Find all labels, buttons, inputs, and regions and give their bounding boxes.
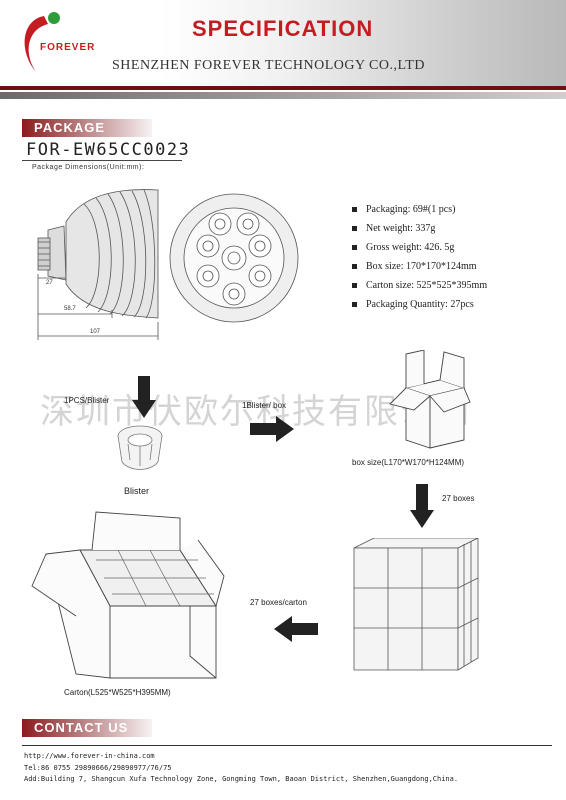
spec-item: Carton size: 525*525*395mm bbox=[352, 276, 552, 295]
spec-item: Gross weight: 426. 5g bbox=[352, 238, 552, 257]
dim-label-107: 107 bbox=[90, 329, 101, 335]
section-heading-contact: CONTACT US bbox=[34, 720, 129, 735]
section-band-package bbox=[22, 119, 152, 137]
down-arrow-icon bbox=[132, 376, 156, 418]
down-arrow-icon bbox=[410, 484, 434, 528]
bullet-icon bbox=[352, 226, 357, 231]
dim-label-27: 27 bbox=[46, 280, 53, 286]
spec-text: Carton size: 525*525*395mm bbox=[366, 280, 488, 291]
footer-divider bbox=[22, 745, 552, 746]
forever-logo-icon bbox=[24, 12, 60, 72]
spec-text: Net weight: 337g bbox=[366, 223, 436, 234]
spec-text: Packaging: 69#(1 pcs) bbox=[366, 204, 456, 215]
bullet-icon bbox=[352, 302, 357, 307]
footer-address: Add:Building 7, Shangcun Xufa Technology… bbox=[24, 775, 459, 783]
spec-text: Gross weight: 426. 5g bbox=[366, 242, 455, 253]
step-label-blister: 1PCS/Blister bbox=[64, 396, 110, 405]
step-label-carton: 27 boxes/carton bbox=[250, 598, 307, 607]
section-heading-package: PACKAGE bbox=[34, 120, 106, 135]
spec-list: Packaging: 69#(1 pcs) Net weight: 337g G… bbox=[352, 200, 552, 314]
spec-text: Box size: 170*170*124mm bbox=[366, 261, 477, 272]
lamp-side-drawing: 27 58.7 107 bbox=[37, 189, 159, 340]
model-number: FOR-EW65CC0023 bbox=[26, 140, 191, 160]
spec-item: Net weight: 337g bbox=[352, 219, 552, 238]
box-icon bbox=[389, 350, 471, 449]
carton-icon bbox=[31, 511, 225, 679]
header-divider-gray bbox=[0, 92, 566, 99]
spec-item: Box size: 170*170*124mm bbox=[352, 257, 552, 276]
lamp-front-drawing bbox=[169, 193, 299, 323]
spec-item: Packaging Quantity: 27pcs bbox=[352, 295, 552, 314]
page-title: SPECIFICATION bbox=[192, 16, 374, 41]
spec-item: Packaging: 69#(1 pcs) bbox=[352, 200, 552, 219]
dimensions-label: Package Dimensions(Unit:mm): bbox=[32, 164, 145, 171]
bullet-icon bbox=[352, 283, 357, 288]
step-label-box: 1Blister/ box bbox=[242, 401, 287, 410]
left-arrow-icon bbox=[274, 616, 318, 642]
section-band-contact bbox=[22, 719, 152, 737]
dim-label-58-7: 58.7 bbox=[64, 306, 76, 312]
header-shade bbox=[160, 0, 566, 88]
footer-web-link[interactable]: http://www.forever-in-china.com bbox=[24, 752, 155, 760]
bullet-icon bbox=[352, 207, 357, 212]
model-underline bbox=[22, 160, 182, 161]
footer-tel: Tel:86 0755 29890666/29890977/76/75 bbox=[24, 764, 172, 772]
header-divider bbox=[0, 86, 566, 90]
spec-text: Packaging Quantity: 27pcs bbox=[366, 299, 474, 310]
bullet-icon bbox=[352, 264, 357, 269]
step-label-boxes: 27 boxes bbox=[442, 494, 475, 503]
right-arrow-icon bbox=[250, 416, 294, 442]
company-name: SHENZHEN FOREVER TECHNOLOGY CO.,LTD bbox=[112, 58, 425, 73]
logo-text: FOREVER bbox=[40, 42, 96, 53]
blister-icon bbox=[117, 425, 163, 470]
bullet-icon bbox=[352, 245, 357, 250]
box-stack-icon bbox=[353, 538, 479, 671]
box-size-label: box size(L170*W170*H124MM) bbox=[352, 458, 465, 467]
blister-label: Blister bbox=[124, 486, 150, 496]
carton-size-label: Carton(L525*W525*H395MM) bbox=[64, 688, 171, 697]
